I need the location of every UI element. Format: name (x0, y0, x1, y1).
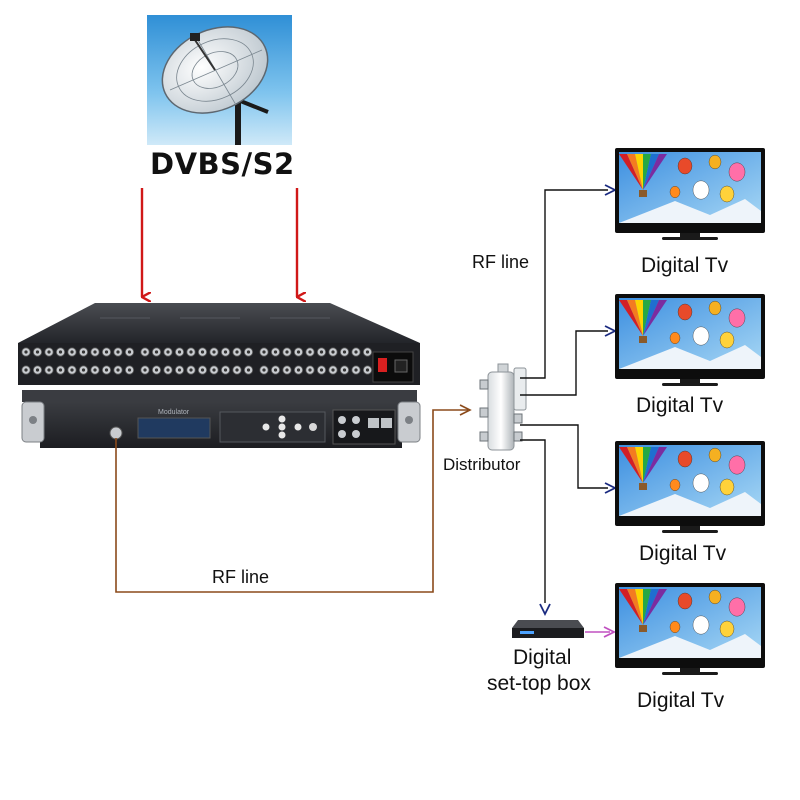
bnc-connector-grid (21, 347, 373, 375)
distribution-lines (520, 189, 608, 603)
modulator-panel-label: Modulator (158, 409, 190, 416)
tv-label-1: Digital Tv (641, 254, 729, 277)
set-top-box-label-line1: Digital (513, 646, 572, 669)
set-top-box-icon (512, 620, 584, 638)
tv-label-2: Digital Tv (636, 394, 724, 417)
tv-layer (615, 148, 765, 675)
tv-label-3: Digital Tv (639, 542, 727, 565)
satellite-dish-icon (147, 15, 292, 145)
rf-line-label-left: RF line (212, 567, 270, 587)
tv-1-icon (615, 148, 765, 240)
modulator-device: Modulator (18, 303, 421, 448)
distributor-device (479, 363, 527, 451)
rf-line-modulator-to-distributor (115, 409, 468, 593)
rf-line-label-right: RF line (472, 252, 530, 272)
set-top-box-label-line2: set-top box (487, 672, 591, 695)
tv-label-4: Digital Tv (637, 689, 725, 712)
source-label: DVBS/S2 (150, 147, 295, 181)
tv-4-icon (615, 583, 765, 675)
tv-2-icon (615, 294, 765, 386)
distributor-label: Distributor (443, 455, 521, 474)
tv-3-icon (615, 441, 765, 533)
arrowheads (539, 184, 618, 617)
